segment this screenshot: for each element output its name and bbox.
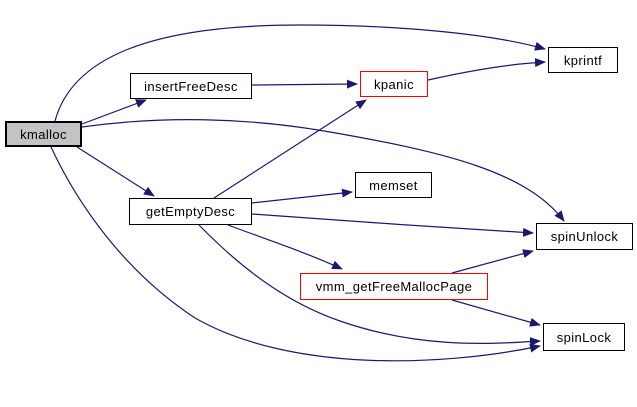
edge-getEmptyDesc-spinLock bbox=[198, 224, 541, 347]
node-kprintf[interactable]: kprintf bbox=[548, 47, 618, 73]
edge-vmm_getFreeMallocPage-spinLock bbox=[451, 299, 541, 327]
edge-kmalloc-getEmptyDesc bbox=[76, 146, 155, 197]
edge-kmalloc-spinUnlock bbox=[81, 119, 565, 222]
edge-kmalloc-spinLock bbox=[50, 146, 541, 362]
node-kpanic[interactable]: kpanic bbox=[360, 71, 428, 97]
edge-kmalloc-insertFreeDesc bbox=[81, 99, 147, 125]
edge-vmm_getFreeMallocPage-spinUnlock bbox=[451, 249, 534, 274]
edge-kpanic-kprintf bbox=[427, 58, 546, 81]
node-kmalloc: kmalloc bbox=[5, 121, 82, 147]
edge-insertFreeDesc-kpanic bbox=[251, 79, 358, 89]
node-vmm_getFreeMallocPage[interactable]: vmm_getFreeMallocPage bbox=[300, 273, 488, 300]
edge-kmalloc-kprintf bbox=[54, 24, 546, 122]
node-memset[interactable]: memset bbox=[355, 172, 432, 198]
node-getEmptyDesc[interactable]: getEmptyDesc bbox=[129, 198, 252, 225]
edge-getEmptyDesc-memset bbox=[251, 188, 353, 204]
edge-getEmptyDesc-spinUnlock bbox=[251, 213, 534, 237]
edge-getEmptyDesc-vmm_getFreeMallocPage bbox=[227, 224, 343, 270]
node-spinLock[interactable]: spinLock bbox=[543, 323, 625, 351]
node-insertFreeDesc[interactable]: insertFreeDesc bbox=[130, 73, 252, 99]
node-spinUnlock[interactable]: spinUnlock bbox=[536, 223, 633, 250]
edge-getEmptyDesc-kpanic bbox=[213, 99, 367, 199]
